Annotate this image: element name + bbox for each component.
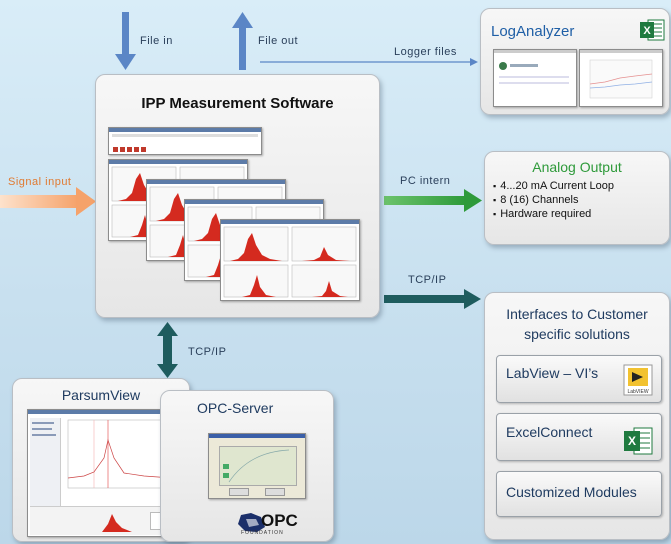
file-out-arrow — [232, 12, 253, 70]
opc-logo-subtext: FOUNDATION — [241, 530, 284, 536]
interfaces-title-line1: Interfaces to Customer — [506, 306, 648, 322]
tcp-ip-down-arrow — [157, 322, 178, 378]
pc-intern-label: PC intern — [400, 175, 451, 187]
signal-input-arrow — [0, 187, 96, 216]
analog-output-item: Hardware required — [493, 207, 614, 221]
loganalyzer-box: LogAnalyzer X — [480, 8, 670, 115]
customized-modules: Customized Modules — [496, 471, 662, 517]
tcp-ip-right-arrow — [384, 289, 481, 309]
labview-module: LabView – VI’s LabVIEW — [496, 355, 662, 403]
ipp-measurement-software-title: IPP Measurement Software — [141, 95, 334, 112]
analog-output-item: 8 (16) Channels — [493, 193, 614, 207]
analog-output-box: Analog Output 4...20 mA Current Loop 8 (… — [484, 151, 670, 245]
excelconnect-label: ExcelConnect — [506, 424, 593, 440]
app-window-screenshot — [108, 127, 262, 155]
parsumview-title: ParsumView — [61, 387, 141, 403]
tcp-ip-right-label: TCP/IP — [408, 274, 447, 286]
svg-text:X: X — [628, 434, 636, 448]
loganalyzer-title: LogAnalyzer — [491, 23, 575, 40]
opc-server-title: OPC-Server — [197, 400, 274, 416]
interfaces-title: Interfaces to Customer specific solution… — [485, 304, 669, 344]
interfaces-title-line2: specific solutions — [524, 326, 630, 342]
file-in-label: File in — [140, 35, 173, 47]
labview-label: LabView – VI’s — [506, 365, 599, 381]
file-out-label: File out — [258, 35, 299, 47]
customized-modules-label: Customized Modules — [506, 484, 637, 500]
interfaces-box: Interfaces to Customer specific solution… — [484, 292, 670, 540]
svg-text:X: X — [643, 25, 651, 37]
opc-server-box: OPC-Server OPC FOUNDATION — [160, 390, 334, 542]
labview-icon: LabVIEW — [623, 364, 653, 396]
opc-logo-text: OPC — [261, 511, 298, 530]
signal-input-label: Signal input — [8, 176, 72, 188]
ipp-measurement-software-box: IPP Measurement Software — [95, 74, 380, 318]
logger-files-arrow — [260, 58, 478, 66]
opc-foundation-logo: OPC FOUNDATION — [235, 511, 313, 537]
excel-icon: X — [624, 427, 653, 455]
tcp-ip-down-label: TCP/IP — [188, 346, 227, 358]
loganalyzer-screenshot-2 — [579, 49, 663, 107]
file-in-arrow — [115, 12, 136, 70]
parsumview-screenshot — [27, 409, 179, 537]
excel-icon: X — [640, 19, 665, 41]
analog-output-list: 4...20 mA Current Loop 8 (16) Channels H… — [493, 179, 614, 221]
histogram-window — [220, 219, 360, 301]
pc-intern-arrow — [384, 189, 482, 212]
excelconnect-module: ExcelConnect X — [496, 413, 662, 461]
labview-logo-text: LabVIEW — [627, 389, 648, 395]
logger-files-label: Logger files — [394, 46, 457, 58]
loganalyzer-screenshot-1 — [493, 49, 577, 107]
analog-output-title: Analog Output — [532, 159, 622, 175]
opc-server-screenshot — [208, 433, 306, 499]
analog-output-item: 4...20 mA Current Loop — [493, 179, 614, 193]
